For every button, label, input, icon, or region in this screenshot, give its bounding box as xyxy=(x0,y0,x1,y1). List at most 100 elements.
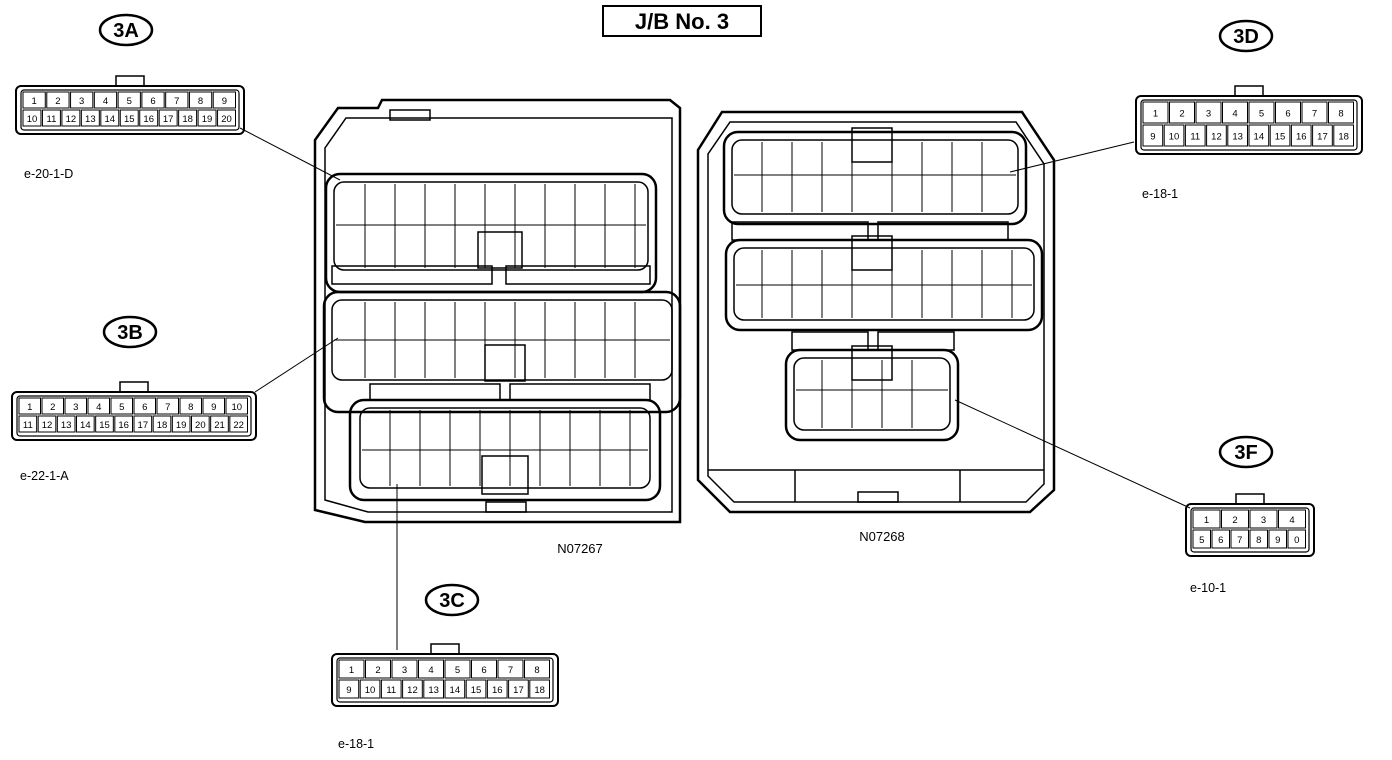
connector-code: e-10-1 xyxy=(1190,581,1226,595)
connector-pin xyxy=(171,415,191,433)
connector-pin xyxy=(1290,124,1312,147)
connector-pin-number: 18 xyxy=(182,114,193,125)
connector-pin xyxy=(365,659,391,679)
leader-lines xyxy=(239,127,1191,650)
connector-pin xyxy=(1222,101,1248,124)
connector-pin xyxy=(56,415,76,433)
connector-pin-number: 9 xyxy=(346,685,351,696)
connector-pin xyxy=(1312,124,1333,147)
connector-pin-number: 9 xyxy=(211,402,216,413)
connector-pin-number: 12 xyxy=(1211,132,1222,143)
connector-pin xyxy=(1333,124,1355,147)
connector-pin-number: 7 xyxy=(174,96,179,107)
connector-pin-number: 3 xyxy=(1261,515,1266,526)
connector-pin xyxy=(225,397,248,415)
connector-pin xyxy=(338,679,360,699)
connector-pin xyxy=(486,679,508,699)
connector-pin-number: 15 xyxy=(99,420,110,431)
connector-pin-number: 5 xyxy=(455,665,460,676)
connector-pin-number: 13 xyxy=(61,420,72,431)
connector-pin xyxy=(418,659,444,679)
connector-pin-number: 13 xyxy=(428,685,439,696)
connector-pin xyxy=(1206,124,1227,147)
right-junction-box xyxy=(696,110,1056,514)
connector-pin xyxy=(202,397,225,415)
connector-pin-number: 2 xyxy=(55,96,60,107)
connector-pin-number: 4 xyxy=(1232,109,1237,120)
connector-pin-number: 17 xyxy=(163,114,174,125)
connector-pin xyxy=(1287,529,1306,549)
connector-pin xyxy=(1184,124,1206,147)
connector-pin xyxy=(76,415,95,433)
connector-pin-number: 15 xyxy=(124,114,135,125)
connector-pin xyxy=(1268,529,1287,549)
connector-pin xyxy=(402,679,423,699)
connector-pin-number: 20 xyxy=(195,420,206,431)
connector-body xyxy=(1185,503,1315,557)
connector-pin xyxy=(423,679,444,699)
connector-tag-outline xyxy=(98,13,154,47)
connector-pin-number: 6 xyxy=(1218,535,1223,546)
connector-pin-number: 14 xyxy=(105,114,116,125)
connector-pin xyxy=(229,415,248,433)
connector-tag-outline xyxy=(1218,435,1274,469)
leader-3B xyxy=(254,337,339,393)
connector-pin xyxy=(1163,124,1185,147)
connector-pin-number: 2 xyxy=(1232,515,1237,526)
connector-pin-number: 16 xyxy=(118,420,129,431)
connector-pin-number: 2 xyxy=(1179,109,1184,120)
left-junction-box xyxy=(313,98,682,524)
connector-pin-number: 2 xyxy=(50,402,55,413)
connector-pin xyxy=(87,397,110,415)
connector-pin xyxy=(46,91,70,109)
connector-pin-number: 10 xyxy=(27,114,38,125)
connector-pin xyxy=(70,91,94,109)
connector-pin xyxy=(178,109,198,127)
connector-pin xyxy=(1142,124,1164,147)
connector-pin-number: 16 xyxy=(143,114,154,125)
connector-pin xyxy=(117,91,141,109)
connector-pin-number: 8 xyxy=(534,665,539,676)
connector-pin-number: 3 xyxy=(1206,109,1211,120)
connector-pin-number: 6 xyxy=(150,96,155,107)
connector-pin xyxy=(37,415,57,433)
connector-pin-number: 7 xyxy=(1237,535,1242,546)
connector-pin xyxy=(391,659,418,679)
connector-code: e-18-1 xyxy=(1142,187,1178,201)
connector-pin xyxy=(158,109,178,127)
connector-pin xyxy=(210,415,229,433)
connector-pin xyxy=(95,415,114,433)
connector-code: e-18-1 xyxy=(338,737,374,751)
connector-pin-number: 12 xyxy=(407,685,418,696)
connector-pin-number: 5 xyxy=(1259,109,1264,120)
connector-pin xyxy=(508,679,529,699)
connector-pin-number: 0 xyxy=(1294,535,1299,546)
connector-tag-outline xyxy=(102,315,158,349)
connector-pin xyxy=(93,91,118,109)
connector-pin xyxy=(18,397,41,415)
leader-3F xyxy=(954,399,1191,509)
connector-pin-number: 7 xyxy=(165,402,170,413)
connector-pin xyxy=(1249,529,1268,549)
connector-pin xyxy=(191,415,210,433)
connector-pin-number: 8 xyxy=(198,96,203,107)
connector-latch xyxy=(1235,493,1265,504)
connector-body xyxy=(331,653,559,707)
connector-pin-number: 9 xyxy=(1150,132,1155,143)
connector-pin xyxy=(179,397,202,415)
connector-pin-number: 8 xyxy=(1256,535,1261,546)
connector-latch xyxy=(430,643,460,654)
connector-pin-number: 11 xyxy=(46,114,56,125)
connector-pin-number: 10 xyxy=(231,402,242,413)
connector-pin xyxy=(1269,124,1291,147)
connector-pin-number: 7 xyxy=(508,665,513,676)
connector-tag: 3B xyxy=(117,322,143,344)
connector-pin xyxy=(380,679,402,699)
connector-pin-number: 14 xyxy=(1254,132,1265,143)
connector-pin-number: 15 xyxy=(1275,132,1286,143)
connector-pin-number: 4 xyxy=(96,402,101,413)
